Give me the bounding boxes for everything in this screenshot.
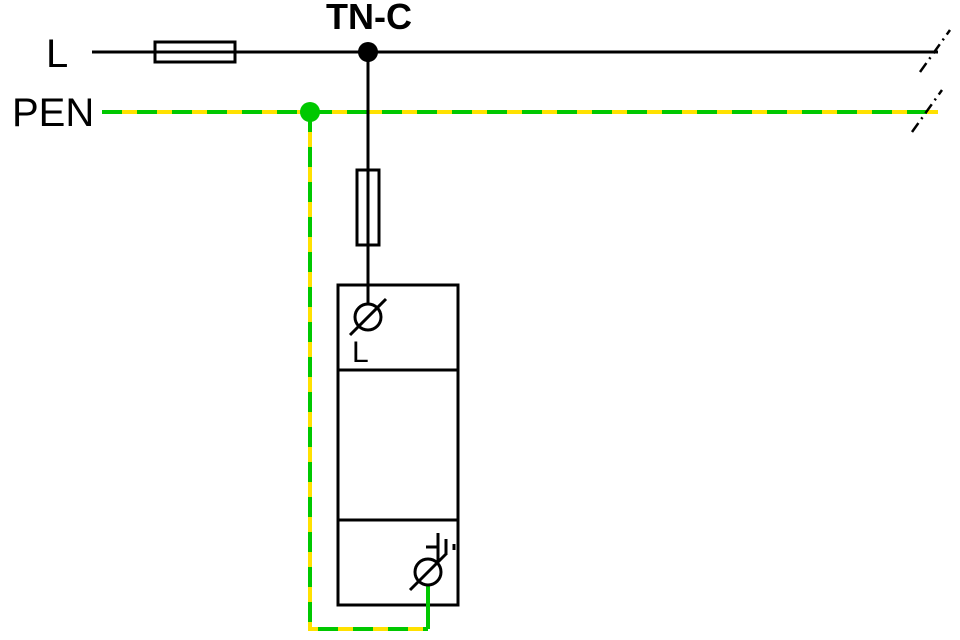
l-conductor (92, 29, 952, 73)
l-junction-dot (358, 42, 378, 62)
pen-conductor-label: PEN (12, 91, 94, 135)
input-terminal-slash-icon (348, 297, 388, 337)
pen-branch-green-dash (308, 112, 428, 631)
earth-ground-icon (426, 533, 456, 561)
spd-terminal-label: L (352, 336, 369, 369)
spd-input-terminal (348, 297, 388, 337)
earth-terminal-slash-icon (408, 552, 448, 592)
l-fuse-symbol (153, 40, 237, 64)
diagram-title: TN-C (326, 0, 412, 37)
spd-device (336, 283, 460, 607)
pen-junction-dot (300, 102, 320, 122)
spd-earth-terminal (408, 533, 456, 592)
spd-branch-fuse-symbol (355, 168, 381, 247)
l-conductor-label: L (46, 32, 68, 76)
spd-body (336, 283, 460, 607)
pen-branch (308, 112, 428, 631)
pen-conductor (102, 89, 944, 133)
spd-supply-branch (355, 52, 381, 304)
pen-line-break-mark (910, 89, 944, 133)
l-line-break-mark (918, 29, 952, 73)
